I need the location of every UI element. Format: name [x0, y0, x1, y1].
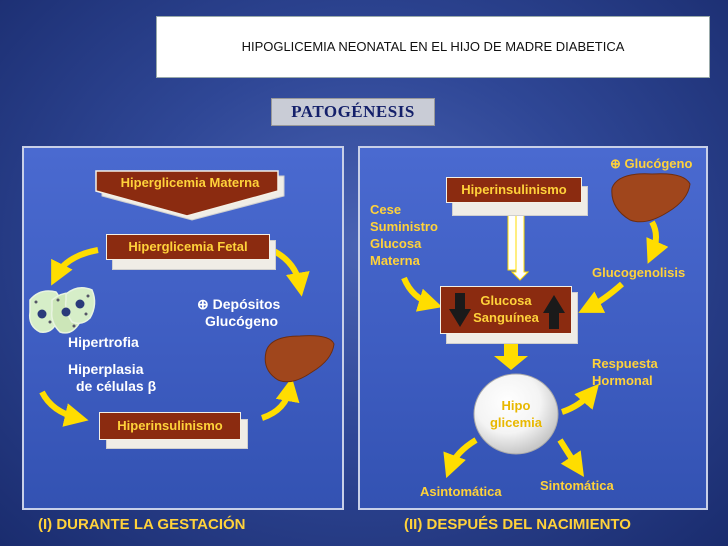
arrow-hypo-to-response [560, 383, 600, 415]
response-label-1: Respuesta [592, 356, 658, 371]
arrow-hypo-to-symptomatic [557, 438, 584, 477]
arrow-hypo-to-asymptomatic [443, 437, 478, 479]
glucose-label-2: Sanguínea [473, 310, 539, 325]
hypertrophy-label: Hipertrofia [68, 334, 139, 350]
arrow-cese-to-glucose [401, 276, 443, 312]
hypo-label-2: glicemia [489, 415, 543, 430]
subtitle-box: PATOGÉNESIS [271, 98, 435, 126]
symptomatic-label: Sintomática [540, 478, 614, 493]
right-hyperinsulinism-label: Hiperinsulinismo [461, 182, 567, 197]
deposits-label-1: ⊕ Depósitos [197, 296, 281, 312]
left-hyperinsulinism-box: Hiperinsulinismo [99, 412, 241, 440]
title-box: HIPOGLICEMIA NEONATAL EN EL HIJO DE MADR… [156, 16, 710, 78]
glycogen-label: ⊕ Glucógeno [610, 156, 693, 171]
hyperplasia-label-2: de células β [76, 378, 157, 394]
glucose-label-1: Glucosa [480, 293, 532, 308]
arrow-cells-to-insulin [39, 390, 89, 427]
left-hyperinsulinism-label: Hiperinsulinismo [117, 418, 223, 433]
beta-cells-icon [28, 287, 96, 334]
hypoglycemia-sphere [473, 373, 559, 455]
glucose-arrows [449, 293, 565, 329]
arrow-glucose-to-hypo [494, 342, 528, 370]
cese-label-3: Glucosa [370, 236, 422, 251]
glucogenolysis-label: Glucogenolisis [592, 265, 686, 280]
cese-label-2: Suministro [370, 219, 438, 234]
blood-glucose-box: Glucosa Sanguínea [440, 286, 572, 334]
arrow-liver-to-glucogenolisis [646, 220, 669, 264]
fetal-hyperglycemia-box: Hiperglicemia Fetal [106, 234, 270, 260]
right-footer: (II) DESPUÉS DEL NACIMIENTO [404, 516, 631, 533]
hyperplasia-label-1: Hiperplasia [68, 361, 144, 377]
liver-icon [264, 335, 335, 383]
response-label-2: Hormonal [592, 373, 653, 388]
maternal-arrow-box [95, 170, 279, 217]
arrow-glucogenolisis-to-glucose [578, 281, 624, 313]
deposits-label-2: Glucógeno [205, 313, 279, 329]
arrow-fetal-to-cells [51, 247, 99, 286]
arrow-up-icon [543, 295, 565, 329]
left-footer: (I) DURANTE LA GESTACIÓN [38, 516, 246, 533]
hypo-label-1: Hipo [501, 398, 531, 413]
cese-label-1: Cese [370, 202, 402, 217]
right-hyperinsulinism-box: Hiperinsulinismo [446, 177, 582, 203]
arrow-insulin-to-liver [260, 377, 300, 421]
asymptomatic-label: Asintomática [420, 484, 502, 499]
cese-label-4: Materna [370, 253, 420, 268]
double-arrow-icon [502, 201, 530, 281]
fetal-hyperglycemia-label: Hiperglicemia Fetal [128, 239, 248, 254]
arrow-fetal-to-deposits [270, 247, 310, 297]
subtitle: PATOGÉNESIS [291, 102, 415, 121]
slide-title: HIPOGLICEMIA NEONATAL EN EL HIJO DE MADR… [241, 39, 625, 54]
maternal-hyperglycemia-label: Hiperglicemia Materna [120, 175, 260, 190]
arrow-down-icon [449, 293, 471, 327]
liver-icon [611, 173, 691, 223]
